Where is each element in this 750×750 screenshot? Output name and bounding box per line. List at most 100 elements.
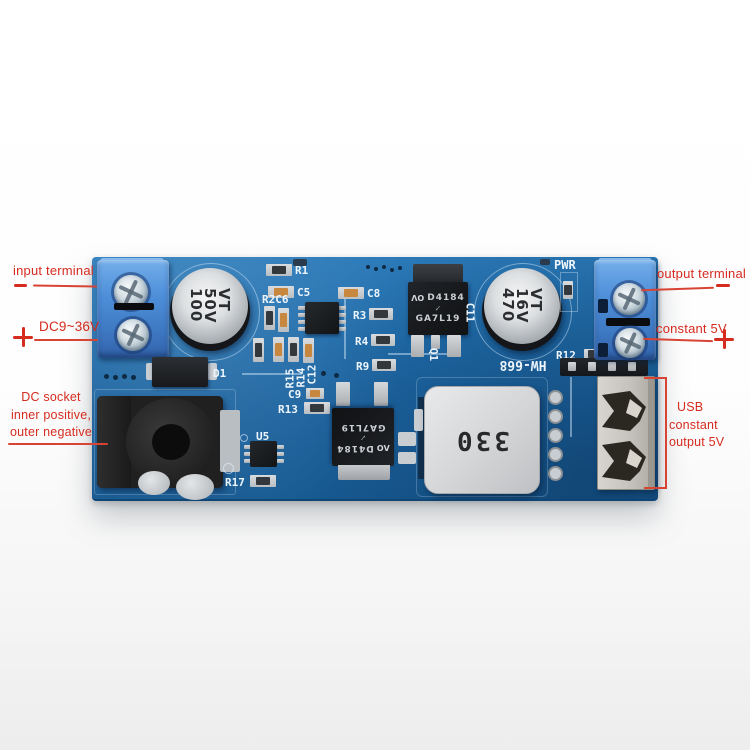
solder-pad	[293, 259, 307, 266]
ic-pin	[244, 452, 251, 456]
input-terminal-annotation: input terminal	[13, 263, 94, 278]
via	[240, 434, 248, 442]
ic-pin	[338, 306, 346, 310]
usb-solder-pad	[548, 466, 563, 481]
diode-pad	[208, 363, 217, 380]
resistor	[288, 337, 299, 362]
mosfet-top-lot-code: GA7L19	[415, 313, 461, 324]
input-terminal-pointer-line	[32, 284, 98, 288]
resistor	[253, 338, 264, 362]
output-terminal-slot	[606, 318, 650, 326]
mosfet-top-part-number: D4184	[427, 292, 465, 303]
label-r3: R3	[353, 309, 367, 322]
usb-annotation: USB constant output 5V	[669, 399, 735, 452]
mosfet-bottom-leg	[374, 382, 388, 406]
output-terminal-hole	[598, 343, 608, 357]
ic-pin	[338, 327, 346, 331]
ao-logo-icon: ΛO	[411, 293, 425, 303]
ic-pin	[298, 313, 306, 317]
ao-logo-icon: ΛO	[376, 443, 390, 452]
pin	[628, 362, 636, 371]
dc-socket-annotation-line2: inner positive,	[10, 407, 92, 422]
usb-port	[597, 376, 655, 490]
mosfet-top-leg	[431, 335, 440, 349]
ic-pin	[277, 452, 284, 456]
input-voltage-annotation: DC9~36V	[39, 319, 100, 334]
silkscreen-trace	[388, 353, 460, 355]
resistor	[304, 402, 330, 414]
label-c9: C9	[288, 388, 302, 401]
mosfet-bottom-leg	[336, 382, 350, 406]
dc-socket-hole	[152, 424, 190, 460]
inductor-value: 330	[454, 425, 510, 455]
solder-pad	[540, 259, 550, 265]
pin	[588, 362, 596, 371]
usb-annotation-line2: constant	[669, 417, 718, 432]
pcb-board: 100 50V VT D1 R1 C5 R2C6 C8	[92, 257, 658, 501]
output-terminal-screw-negative	[613, 283, 645, 315]
label-r4: R4	[355, 335, 369, 348]
via	[122, 374, 127, 379]
laser-mark-icon: ✓	[359, 433, 367, 442]
input-terminal-screw-positive	[117, 319, 149, 351]
ic-pin	[277, 445, 284, 449]
usb-annotation-line3: output 5V	[669, 435, 725, 449]
usb-solder-pad	[548, 447, 563, 462]
via	[223, 463, 234, 474]
silkscreen-trace	[570, 377, 572, 437]
minus-icon	[716, 284, 730, 288]
via	[382, 265, 386, 269]
label-r12: R12	[556, 349, 576, 362]
silkscreen-trace	[242, 373, 302, 375]
led-chip	[563, 281, 573, 299]
output-capacitor: 470 16V VT	[482, 268, 562, 351]
ic-pin	[338, 320, 346, 324]
via	[104, 374, 109, 379]
solder-pad	[398, 452, 416, 464]
usb-annotation-line1: USB	[677, 400, 704, 414]
label-r13: R13	[278, 403, 298, 416]
mosfet-top: ΛO D4184 ✓ GA7L19	[408, 282, 468, 335]
capacitor-chip	[278, 308, 289, 332]
ic-pin	[298, 320, 306, 324]
mosfet-bottom-lot-code: GA7L19	[340, 422, 386, 432]
resistor	[369, 308, 393, 320]
diode-pad	[146, 363, 155, 380]
silkscreen-led-outline	[560, 272, 578, 312]
input-capacitor-face: 100 50V VT	[172, 268, 248, 344]
input-terminal-slot	[114, 303, 154, 310]
input-capacitor: 100 50V VT	[170, 268, 250, 351]
via	[398, 266, 402, 270]
output-terminal-annotation: output terminal	[657, 266, 746, 281]
resistor	[372, 359, 396, 371]
capacitor-chip	[338, 287, 364, 299]
ic-pin	[277, 459, 284, 463]
label-pwr: PWR	[554, 258, 576, 272]
via	[366, 265, 370, 269]
via	[374, 267, 378, 271]
silkscreen-rect-inductor	[416, 377, 548, 497]
label-q1: Q1	[427, 347, 441, 362]
output-capacitor-face: 470 16V VT	[484, 268, 560, 344]
label-c5: C5	[297, 286, 311, 299]
plus-icon	[13, 327, 33, 347]
resistor	[371, 334, 395, 346]
solder-blob	[138, 471, 170, 495]
diode-d1	[152, 357, 208, 387]
label-r9: R9	[356, 360, 370, 373]
dc-socket-annotation-line3: outer negative	[9, 425, 93, 439]
model-marking: HW-668	[499, 357, 547, 372]
usb-solder-pad	[548, 428, 563, 443]
resistor	[264, 306, 275, 330]
ic-pin	[244, 445, 251, 449]
dc-socket-side-pad	[220, 410, 240, 472]
usb-solder-pad	[548, 409, 563, 424]
power-inductor: 330	[424, 386, 540, 494]
via	[321, 371, 326, 376]
capacitor-chip	[273, 337, 284, 362]
label-c8: C8	[367, 287, 381, 300]
resistor	[266, 264, 292, 276]
output-capacitor-voltage: 16V	[513, 288, 531, 324]
output-capacitor-value: 470	[499, 288, 517, 323]
label-r17: R17	[225, 476, 245, 489]
